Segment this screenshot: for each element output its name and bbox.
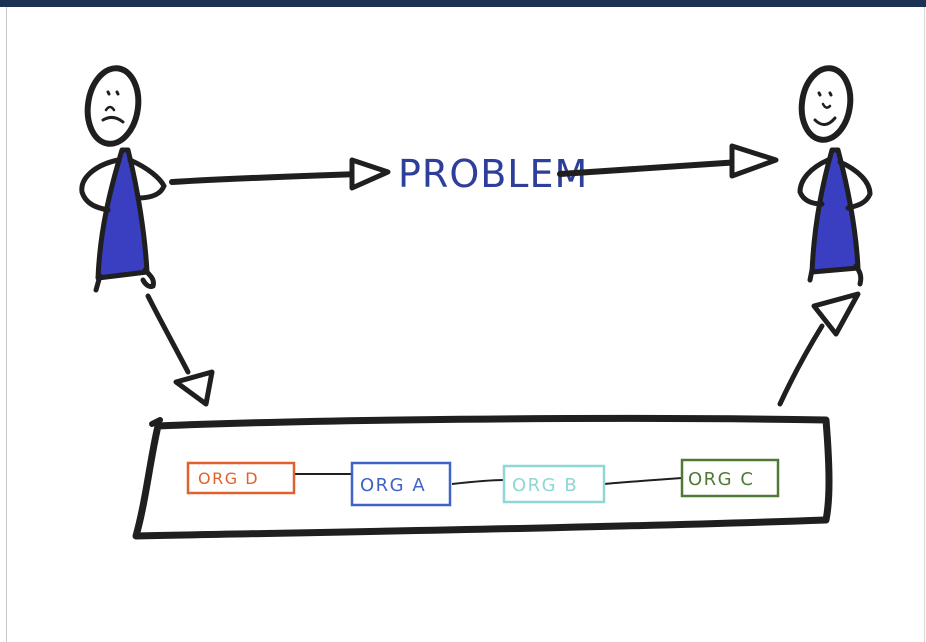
person-right [797,65,873,287]
person-right-nose [821,102,832,109]
right-border [924,7,925,642]
org-a-border [350,461,452,507]
person-left-right-leg [140,267,156,289]
arrow-left-to-problem [169,157,391,191]
person-right-right-leg [853,263,864,287]
container-corner-mark [149,417,163,427]
person-right-right-arm [837,159,873,211]
arrowhead-icon [349,157,391,191]
header-bar [0,0,926,7]
org-b-border [502,464,606,504]
org-a-label: ORG A [360,475,426,496]
person-left-mouth [101,115,125,124]
org-d-label: ORG D [198,469,259,488]
person-right-head [798,65,854,143]
person-right-body [809,147,861,275]
person-left-eyes [106,90,120,96]
arrowhead-icon [173,369,215,407]
person-right-eyes [817,91,833,97]
person-left-body [95,147,150,281]
org-d-box: ORG D [186,461,296,495]
person-right-left-leg [807,267,815,283]
person-left-head [84,65,142,147]
person-right-mouth [813,116,837,126]
org-container-box [132,414,833,540]
org-c-label: ORG C [688,469,754,490]
arrowhead-icon [729,143,779,179]
person-left-left-arm [79,157,121,213]
arrowhead-icon [811,291,861,337]
org-c-border [680,458,780,498]
org-c-box: ORG C [680,458,780,498]
arrow-problem-to-right [557,143,779,179]
org-connectors [294,473,683,485]
person-left-left-leg [93,273,103,293]
arrow-left-to-box [145,293,215,407]
person-left-right-arm [127,157,167,201]
person-right-left-arm [797,157,831,207]
person-left [79,65,167,293]
org-b-label: ORG B [512,475,578,496]
org-a-box: ORG A [350,461,452,507]
org-b-box: ORG B [502,464,606,504]
problem-label: PROBLEM [398,152,588,196]
arrow-box-to-right [777,291,861,407]
person-left-nose [104,105,116,112]
left-border [6,7,7,642]
org-d-border [186,461,296,495]
